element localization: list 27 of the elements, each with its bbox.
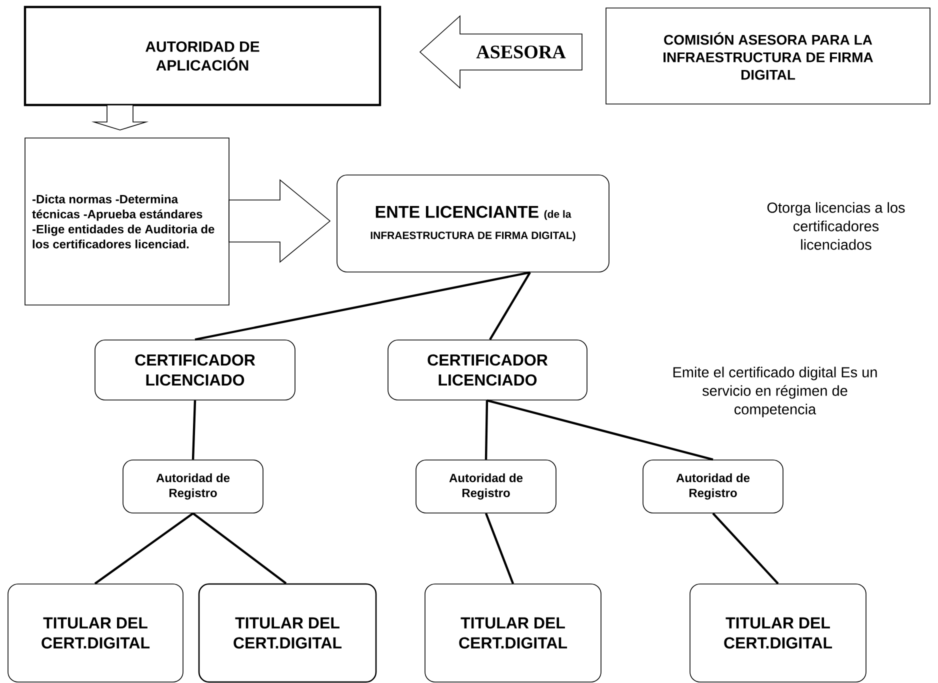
annotation-text: Emite el certificado digital Es un servicio en régimen de competencia — [673, 366, 877, 418]
annotation-text: Otorga licencias a los certificadores licenciados — [767, 202, 905, 250]
connector-line — [192, 512, 287, 584]
holder-box: TITULAR DEL CERT.DIGITAL — [8, 584, 184, 682]
connector-line — [486, 399, 714, 461]
connector-line — [192, 400, 196, 460]
authority-box: AUTORIDAD DE APLICACIÓN — [24, 6, 382, 106]
block-arrow — [228, 179, 331, 263]
commission-box: COMISIÓN ASESORA PARA LA INFRAESTRUCTURA DE FIRMA DIGITAL — [606, 8, 930, 104]
registry-box: Autoridad de Registro — [416, 460, 556, 514]
connector-line — [484, 513, 514, 584]
function-list-box: -Dicta normas -Determina técnicas -Aprueba estándares -Elige entidades de Auditoria de los certificadores licenciad. — [24, 138, 230, 306]
registry-box: Autoridad de Registro — [642, 460, 784, 514]
connector-line — [194, 271, 530, 341]
holder-box: TITULAR DEL CERT.DIGITAL — [690, 584, 866, 682]
block-arrow — [91, 104, 149, 130]
connector-line — [94, 512, 194, 584]
connector-line — [484, 400, 488, 460]
certifier-box: CERTIFICADOR LICENCIADO — [94, 340, 296, 400]
certifier-box: CERTIFICADOR LICENCIADO — [388, 340, 588, 400]
holder-box: TITULAR DEL CERT.DIGITAL — [424, 584, 602, 682]
connector-line — [712, 512, 779, 584]
edge-label: ASESORA — [475, 44, 567, 60]
licensing-entity-box: ENTE LICENCIANTE (de la INFRAESTRUCTURA DE FIRMA DIGITAL) — [336, 174, 610, 272]
holder-box: TITULAR DEL CERT.DIGITAL — [198, 583, 377, 683]
registry-box: Autoridad de Registro — [122, 460, 264, 514]
connector-line — [489, 272, 531, 340]
